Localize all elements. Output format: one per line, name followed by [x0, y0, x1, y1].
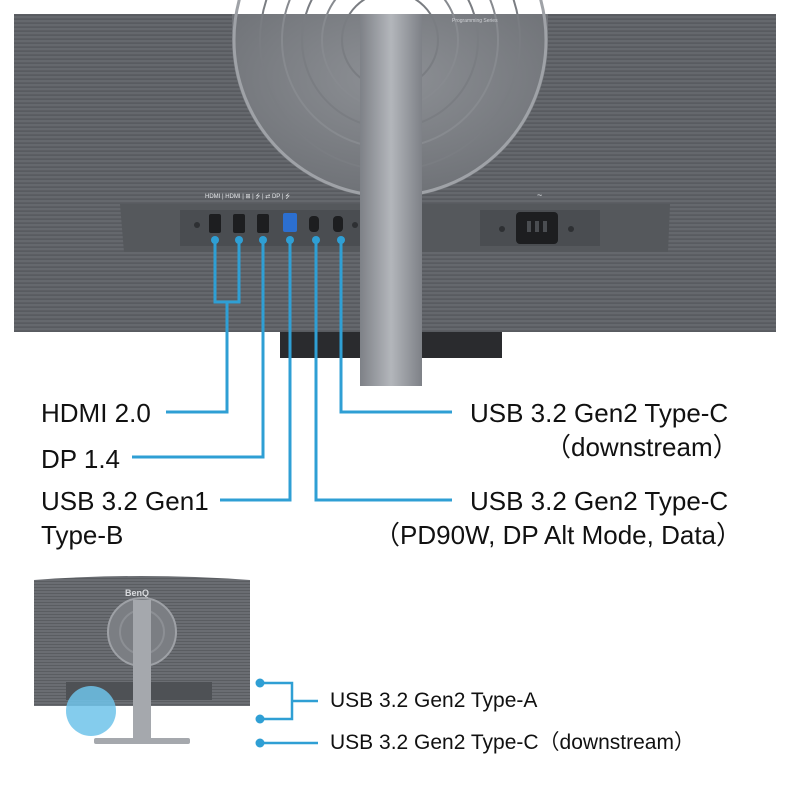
- inset-stand-column: [133, 600, 151, 740]
- port-header-text: HDMI | HDMI | ⊞ | ⭍ | ⇄ DP | ⭍: [205, 192, 290, 200]
- inset-callout-lines: [262, 681, 318, 745]
- usb-c-pd-callout-line: [314, 240, 452, 502]
- usb-b-callout-line: [220, 240, 292, 502]
- callout-dots: [211, 236, 345, 244]
- usbc-pd-label-line2: （PD90W, DP Alt Mode, Data）: [374, 520, 742, 550]
- power-symbol-text: ~: [537, 190, 542, 200]
- usb-c-down-callout-line: [339, 240, 452, 414]
- hdmi-callout-line: [166, 302, 229, 414]
- inset-usb-c-label: USB 3.2 Gen2 Type-C（downstream）: [330, 731, 695, 754]
- usbc-pd-label-line1: USB 3.2 Gen2 Type-C: [470, 486, 729, 516]
- screw-power-right: [568, 226, 574, 232]
- usb-c-pd-port: [309, 216, 319, 232]
- inset-usb-a-label: USB 3.2 Gen2 Type-A: [330, 689, 538, 712]
- callout-lines: [132, 240, 452, 502]
- screw-power-left: [499, 226, 505, 232]
- usb-c-down-port: [333, 216, 343, 232]
- usb-b-label-line1: USB 3.2 Gen1: [41, 486, 209, 516]
- badge-text: Programming Series: [452, 18, 498, 24]
- usbc-down-label-line1: USB 3.2 Gen2 Type-C: [470, 398, 729, 428]
- screw-left: [194, 222, 200, 228]
- inset-brand-logo: BenQ: [125, 588, 149, 598]
- dp-callout-line: [132, 240, 265, 459]
- inset-callout-dots: [255, 678, 265, 748]
- inset-stand-base: [94, 738, 190, 744]
- usbc-down-label-line2: （downstream）: [545, 432, 739, 462]
- monitor-rear: Programming Series HDMI | HDMI | ⊞ | ⭍ |…: [14, 0, 776, 386]
- usb-b-label-line2: Type-B: [41, 520, 124, 550]
- inset-monitor: BenQ: [34, 576, 250, 744]
- hdmi-port-2: [233, 214, 245, 233]
- stand-column: [360, 14, 422, 386]
- dp-label: DP 1.4: [41, 444, 121, 474]
- hdmi-label: HDMI 2.0: [41, 398, 151, 428]
- dp-port: [257, 214, 269, 233]
- usb-b-port: [283, 213, 297, 232]
- screw-mid: [352, 222, 358, 228]
- inset-highlight-circle: [66, 686, 116, 736]
- hdmi-port-1: [209, 214, 221, 233]
- ports: [194, 212, 574, 244]
